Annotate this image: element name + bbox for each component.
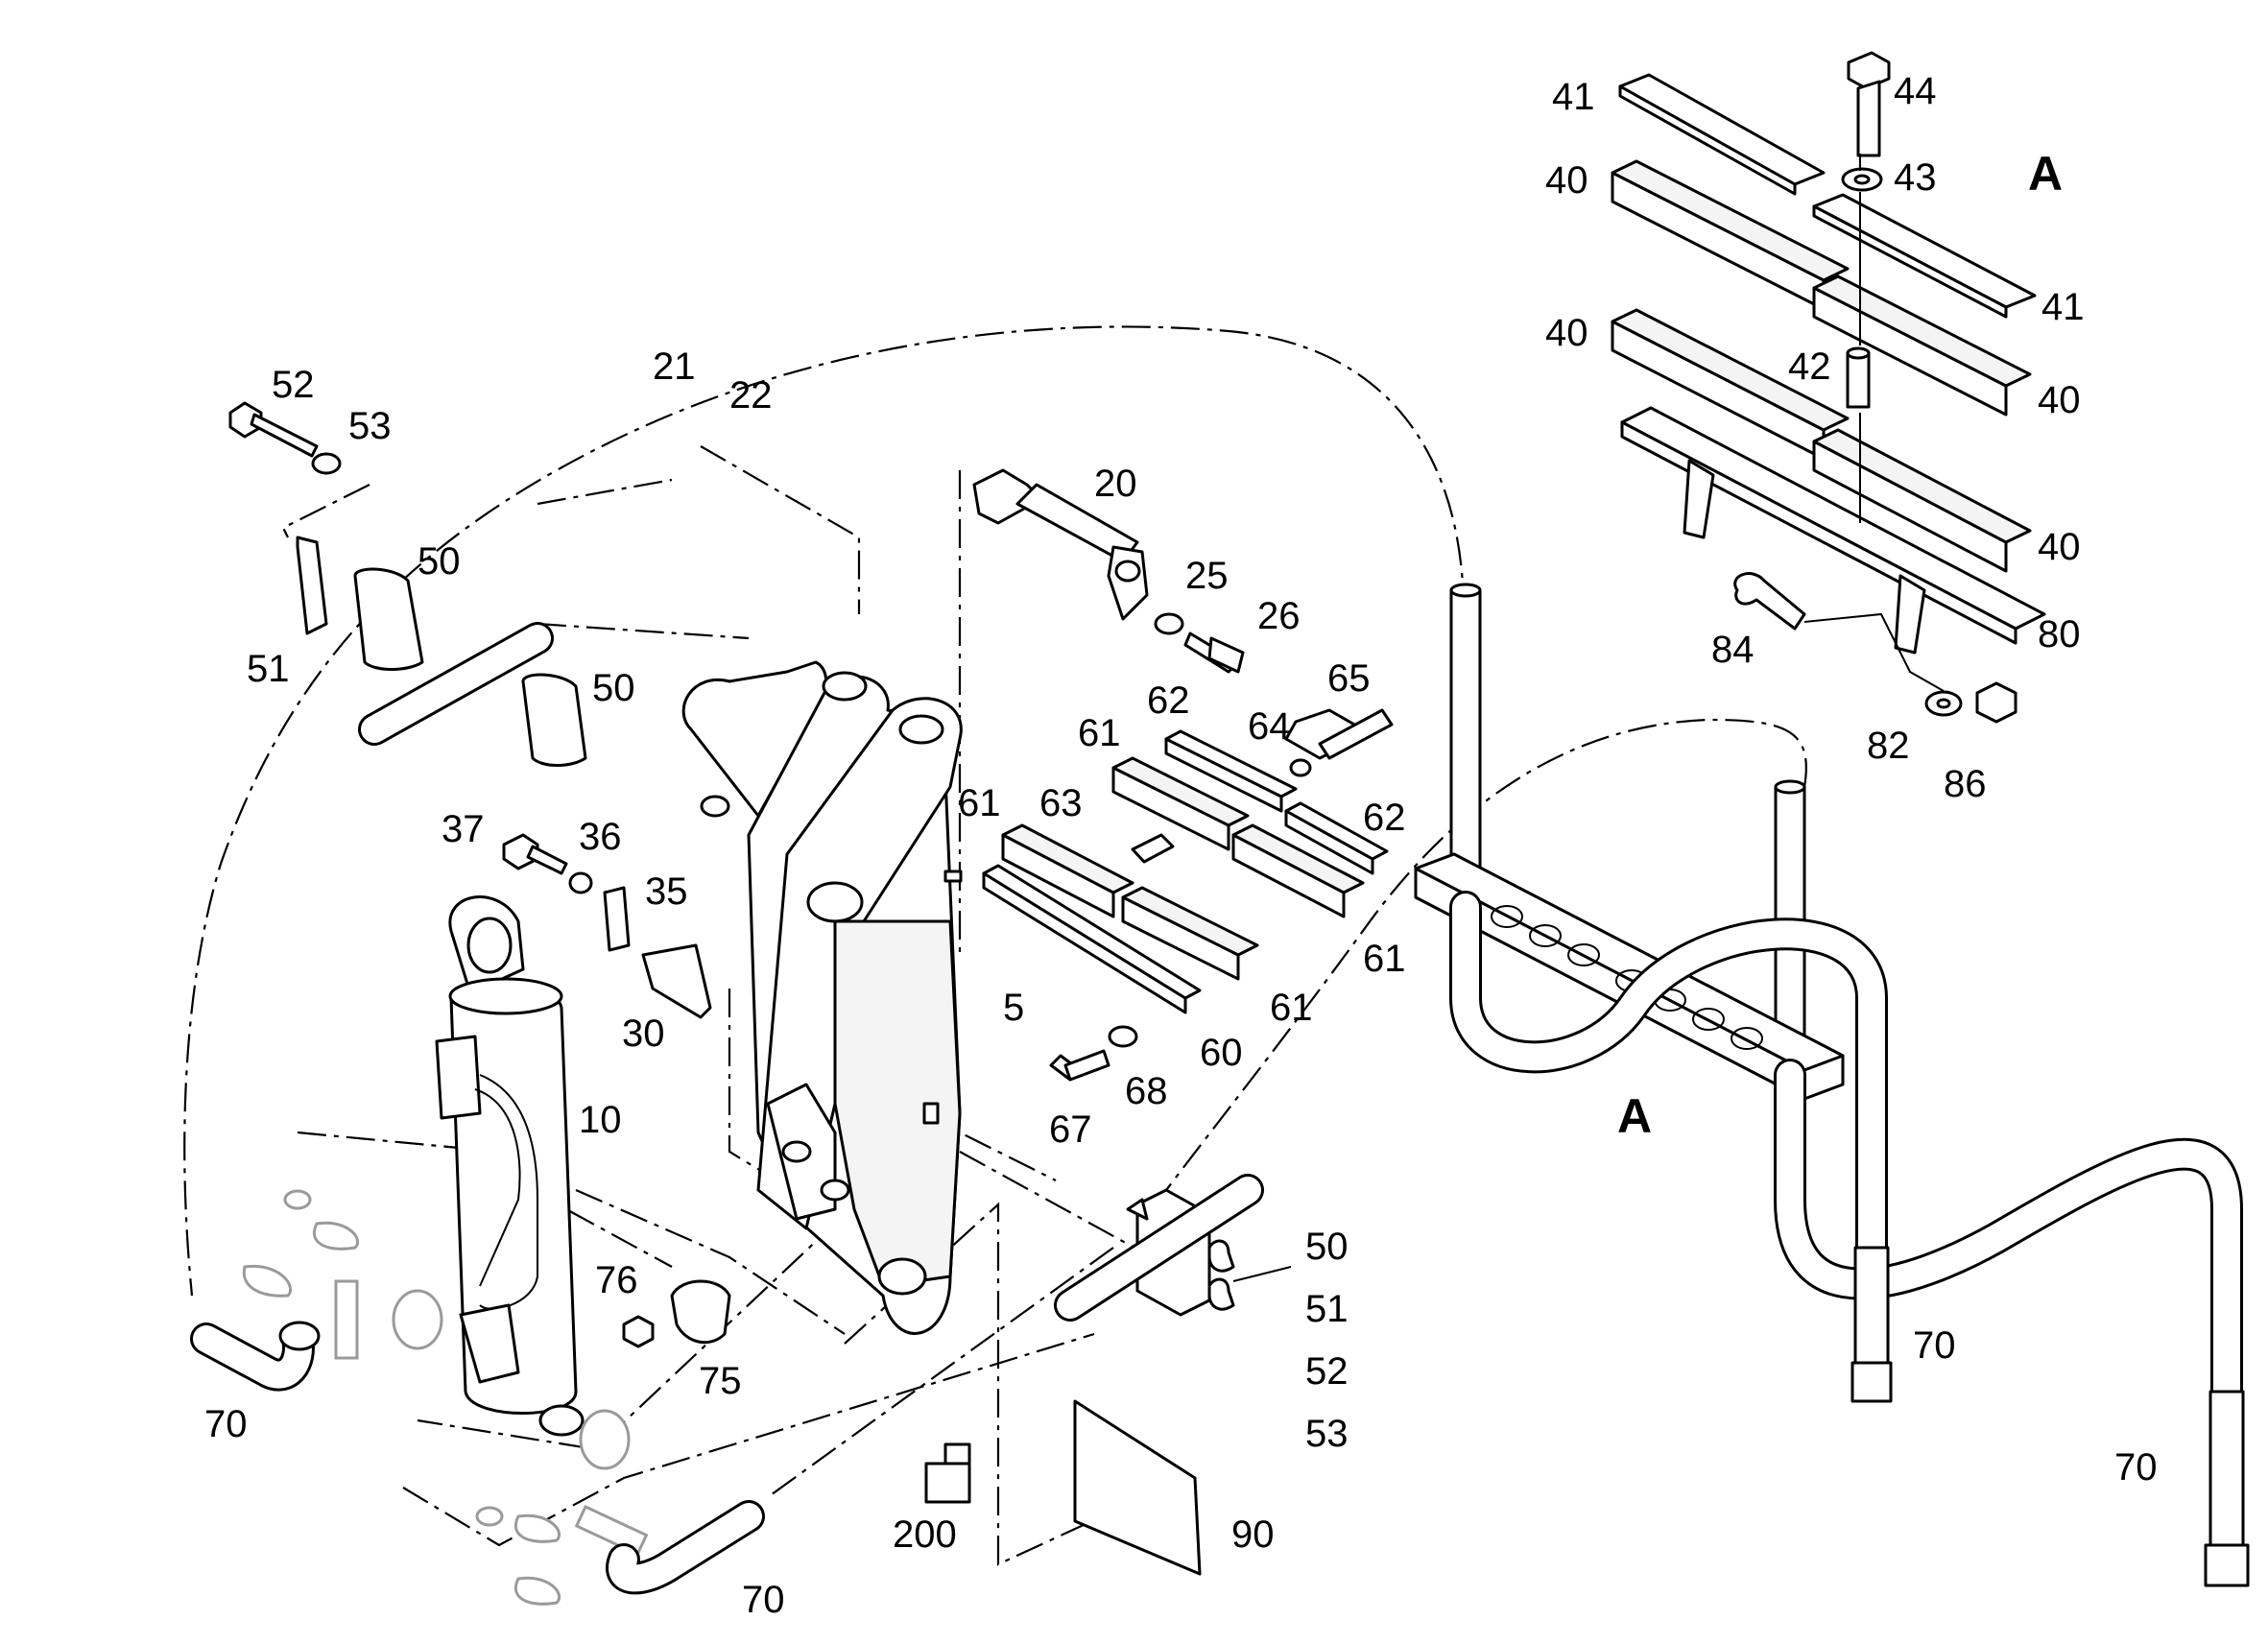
part-label-40: 40 [2038, 526, 2081, 568]
part-label-50: 50 [1305, 1226, 1349, 1268]
sensor-and-plate [924, 1399, 1202, 1576]
part-label-40: 40 [2038, 379, 2081, 421]
part-label-42: 42 [1788, 345, 1831, 388]
part-label-200: 200 [893, 1513, 957, 1556]
part-label-62: 62 [1147, 679, 1190, 722]
part-label-50: 50 [418, 540, 461, 583]
clamp-rails-group [982, 708, 1394, 1082]
part-label-60: 60 [1200, 1032, 1243, 1074]
part-label-53: 53 [1305, 1413, 1349, 1455]
hose-clamp-top-left [228, 401, 587, 767]
part-label-30: 30 [622, 1013, 665, 1055]
part-label-70: 70 [2114, 1446, 2158, 1489]
part-label-61: 61 [1078, 712, 1121, 754]
part-label-64: 64 [1248, 705, 1291, 748]
part-label-44: 44 [1894, 70, 1937, 112]
part-label-40: 40 [1545, 159, 1588, 202]
part-label-51: 51 [247, 648, 290, 690]
part-label-61: 61 [1270, 987, 1313, 1029]
lower-left-fittings [190, 1189, 765, 1606]
part-label-36: 36 [579, 816, 622, 858]
part-label-5: 5 [1003, 987, 1024, 1029]
part-label-53: 53 [348, 405, 392, 447]
part-label-80: 80 [2038, 613, 2081, 655]
part-label-35: 35 [645, 870, 688, 913]
part-label-43: 43 [1894, 156, 1937, 199]
part-label-40: 40 [1545, 312, 1588, 354]
part-labels: 41 44 43 A 40 41 40 42 40 40 84 80 82 86… [204, 70, 2158, 1621]
part-label-52: 52 [1305, 1350, 1349, 1393]
part-label-65: 65 [1327, 657, 1371, 700]
part-label-68: 68 [1125, 1070, 1168, 1112]
part-label-76: 76 [595, 1259, 638, 1301]
part-label-22: 22 [729, 374, 773, 417]
part-label-10: 10 [579, 1099, 622, 1141]
pivot-pin-group [972, 468, 1245, 674]
part-label-21: 21 [653, 345, 696, 388]
part-label-63: 63 [1039, 782, 1083, 824]
part-label-51: 51 [1305, 1288, 1349, 1330]
part-label-41: 41 [2041, 286, 2085, 328]
part-label-50: 50 [592, 667, 635, 709]
mast-frame-hoses [1414, 583, 2250, 1587]
detail-label-a: A [2028, 147, 2063, 201]
hydraulic-cylinder-10 [435, 895, 585, 1437]
part-label-70: 70 [1913, 1324, 1956, 1367]
part-label-82: 82 [1867, 725, 1910, 767]
part-label-37: 37 [442, 808, 485, 850]
fastener-group [502, 833, 712, 1019]
part-label-90: 90 [1231, 1513, 1275, 1556]
part-label-61: 61 [1363, 938, 1406, 980]
part-label-70: 70 [204, 1403, 248, 1445]
part-label-25: 25 [1185, 555, 1229, 597]
part-label-52: 52 [272, 364, 315, 406]
boom-bracket-5 [681, 660, 963, 1335]
part-label-75: 75 [699, 1360, 742, 1402]
part-label-61: 61 [958, 782, 1001, 824]
part-label-26: 26 [1257, 595, 1301, 637]
part-label-67: 67 [1049, 1108, 1092, 1151]
part-label-84: 84 [1711, 629, 1755, 671]
detail-a-rail-assembly [1611, 51, 2046, 724]
part-label-86: 86 [1944, 763, 1987, 805]
part-label-41: 41 [1552, 76, 1595, 118]
part-label-70: 70 [742, 1579, 785, 1621]
part-label-62: 62 [1363, 797, 1406, 839]
part-label-20: 20 [1094, 463, 1137, 505]
hose-clamp-center [1054, 1174, 1292, 1322]
detail-label-a: A [1617, 1089, 1652, 1143]
